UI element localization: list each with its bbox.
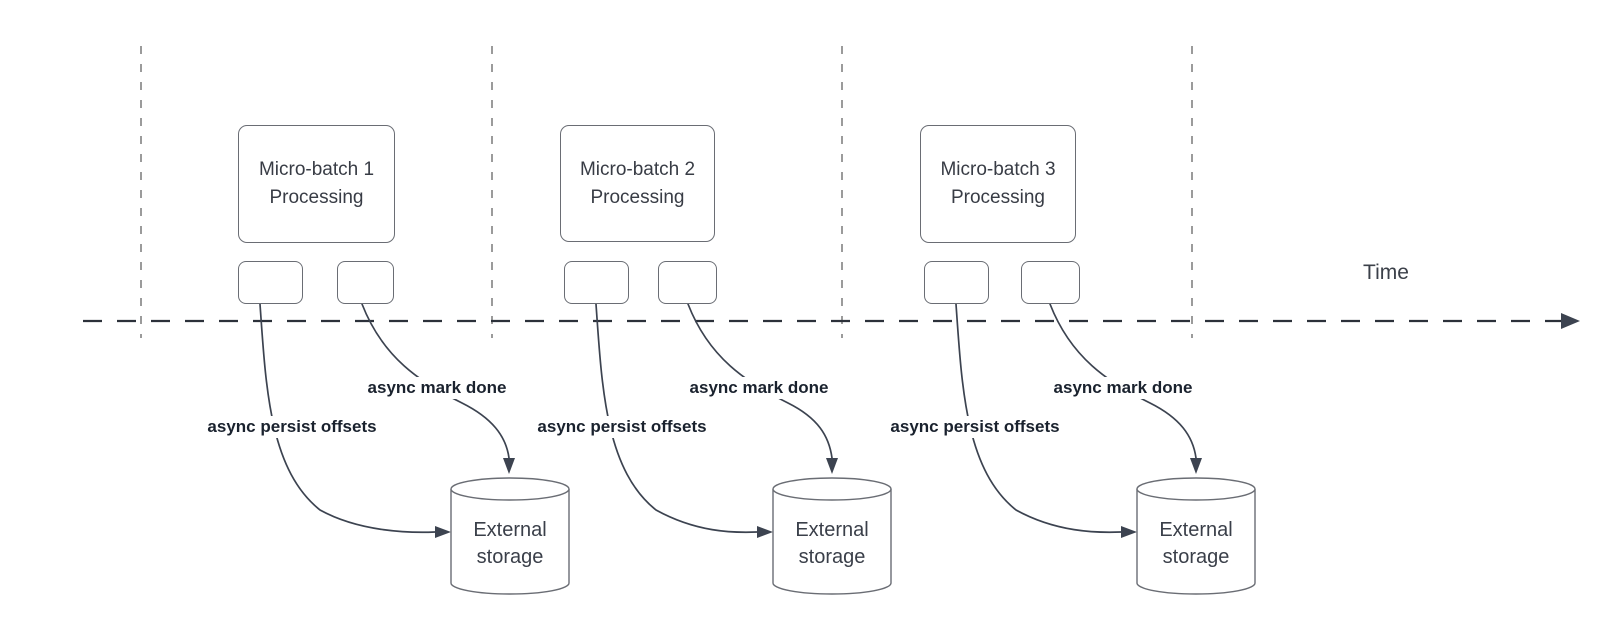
task-box-persist-2 [564,261,629,304]
mark-done-label-2: async mark done [686,377,832,399]
mark-done-label-1: async mark done [364,377,510,399]
mark-done-arrowhead-2-icon [826,458,838,474]
task-box-done-3 [1021,261,1080,304]
storage-cylinder-3 [1136,477,1256,595]
storage-label-1: External storage [473,519,547,568]
persist-offsets-label-2: async persist offsets [534,416,710,438]
persist-offsets-arrowhead-3-icon [1121,526,1137,538]
task-box-done-2 [658,261,717,304]
mark-done-arrowhead-3-icon [1190,458,1202,474]
persist-offsets-label-3: async persist offsets [887,416,1063,438]
mark-done-label-3: async mark done [1050,377,1196,399]
persist-offsets-arrowhead-1-icon [435,526,451,538]
microbatch-box-3: Micro-batch 3 Processing [920,125,1076,243]
persist-offsets-label-1: async persist offsets [204,416,380,438]
storage-label-3: External storage [1159,519,1233,568]
time-axis-arrowhead-icon [1561,313,1580,329]
persist-offsets-arrow-2 [595,303,758,534]
storage-cylinder-1 [450,477,570,595]
microbatch-box-1: Micro-batch 1 Processing [238,125,395,243]
persist-offsets-arrowhead-2-icon [757,526,773,538]
storage-cylinder-2 [772,477,892,595]
persist-offsets-arrow-1 [259,303,436,534]
microbatch-box-1-label: Micro-batch 1 Processing [258,159,375,208]
microbatch-box-2: Micro-batch 2 Processing [560,125,715,242]
persist-offsets-arrow-3 [955,303,1122,534]
task-box-persist-1 [238,261,303,304]
task-box-persist-3 [924,261,989,304]
storage-label-2: External storage [795,519,869,568]
microbatch-box-2-label: Micro-batch 2 Processing [579,158,696,208]
mark-done-arrowhead-1-icon [503,458,515,474]
microbatch-box-3-label: Micro-batch 3 Processing [940,159,1056,208]
task-box-done-1 [337,261,394,304]
time-label: Time [1363,261,1409,284]
